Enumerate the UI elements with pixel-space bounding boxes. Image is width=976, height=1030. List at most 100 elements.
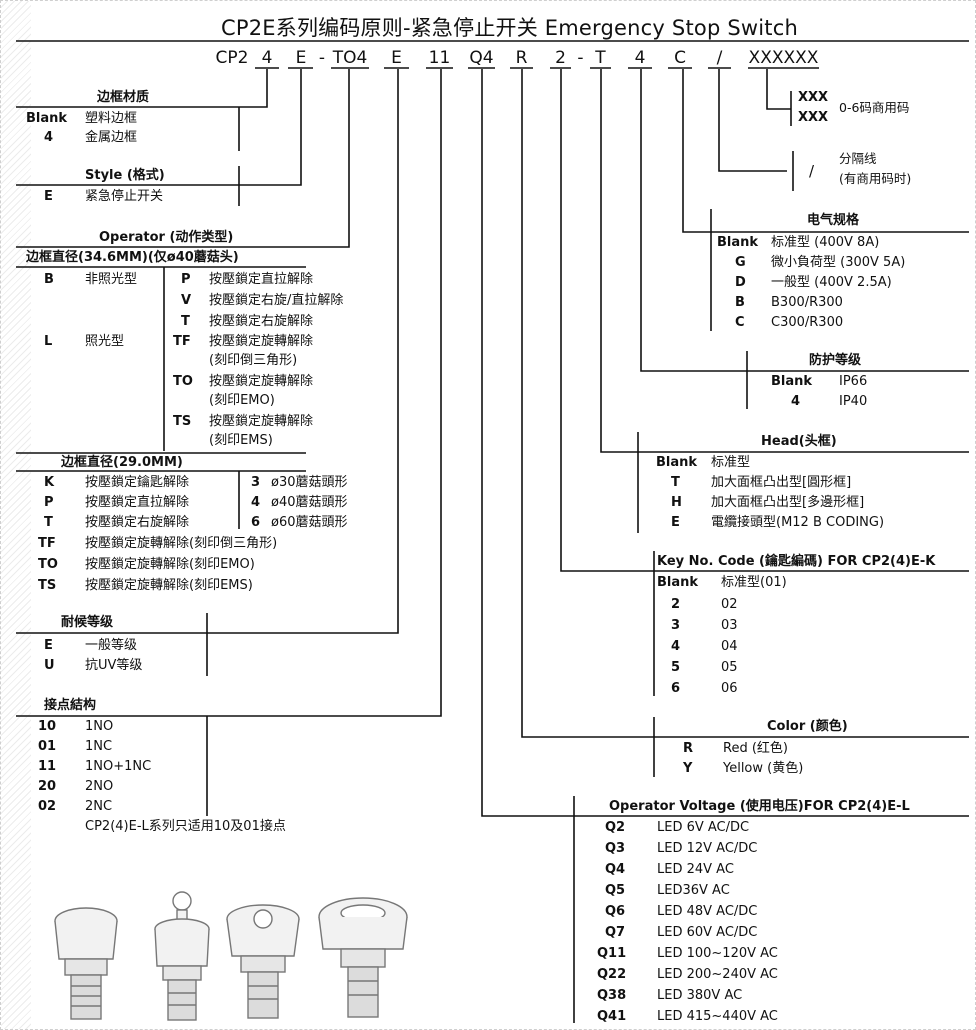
style-leader bbox=[16, 69, 302, 186]
op-desc-v: 按壓鎖定右旋/直拉解除 bbox=[209, 293, 344, 308]
op-desc-ts: 按壓鎖定旋轉解除 bbox=[209, 414, 314, 429]
frame-material-leader bbox=[16, 69, 268, 108]
operator-heading: Operator (动作类型) bbox=[99, 230, 234, 245]
head-desc-h: 加大面框凸出型[多邊形框] bbox=[711, 495, 865, 510]
elec-code-blank: Blank bbox=[717, 235, 759, 250]
elec-desc-b: B300/R300 bbox=[771, 295, 843, 310]
code-seg-dash: - bbox=[318, 48, 326, 68]
head-leader bbox=[600, 69, 969, 453]
op2-code-ts: TS bbox=[38, 578, 57, 593]
op2-desc-to: 按壓鎖定旋轉解除(刻印EMO) bbox=[85, 557, 255, 572]
weather-code-e: E bbox=[44, 638, 53, 653]
volt-desc-q7: LED 60V AC/DC bbox=[657, 925, 758, 940]
operator-sub1: 边框直径(34.6MM)(仅ø40蘑菇头) bbox=[26, 250, 239, 265]
op-note-ts: (刻印EMS) bbox=[209, 433, 273, 448]
head-desc-t: 加大面框凸出型[圓形框] bbox=[711, 475, 852, 490]
page-title: CP2E系列编码原则-紧急停止开关 Emergency Stop Switch bbox=[221, 16, 798, 40]
frame-code-4: 4 bbox=[44, 130, 54, 145]
volt-code-q7: Q7 bbox=[605, 925, 626, 940]
protection-leader bbox=[640, 69, 969, 372]
elec-code-d: D bbox=[735, 275, 746, 290]
code-seg-electrical: C bbox=[674, 48, 686, 68]
op2-code-p: P bbox=[44, 495, 54, 510]
prot-code-4: 4 bbox=[791, 394, 801, 409]
weather-leader bbox=[16, 69, 399, 634]
op2-desc-k: 按壓鎖定鑰匙解除 bbox=[85, 475, 190, 490]
key-desc-6: 06 bbox=[721, 681, 738, 696]
key-code-6: 6 bbox=[671, 681, 681, 696]
op2-code-tf: TF bbox=[38, 536, 56, 551]
weather-code-u: U bbox=[44, 658, 55, 673]
op2-desc-ts: 按壓鎖定旋轉解除(刻印EMS) bbox=[85, 578, 253, 593]
code-seg-series: CP2 bbox=[215, 48, 249, 68]
op2-desc-tf: 按壓鎖定旋轉解除(刻印倒三角形) bbox=[85, 536, 278, 551]
op-desc-t: 按壓鎖定右旋解除 bbox=[209, 314, 314, 329]
contact-desc-01: 1NC bbox=[85, 739, 113, 754]
op-code-ts: TS bbox=[173, 414, 192, 429]
volt-code-q41: Q41 bbox=[597, 1009, 627, 1024]
color-code-y: Y bbox=[683, 761, 693, 776]
color-desc-r: Red (红色) bbox=[723, 741, 788, 756]
contact-code-10: 10 bbox=[38, 719, 57, 734]
head-desc-blank: 标准型 bbox=[711, 455, 751, 470]
prot-code-blank: Blank bbox=[771, 374, 813, 389]
frame-code-blank: Blank bbox=[26, 111, 68, 126]
size-desc-6: ø60蘑菇頭形 bbox=[271, 515, 348, 530]
contact-code-01: 01 bbox=[38, 739, 57, 754]
key-code-2: 2 bbox=[671, 597, 681, 612]
contact-heading: 接点結构 bbox=[44, 698, 97, 713]
frame-desc-blank: 塑料边框 bbox=[85, 111, 138, 126]
volt-code-q3: Q3 bbox=[605, 841, 626, 856]
mushroom-60-icon bbox=[318, 897, 408, 1018]
op-code-to: TO bbox=[173, 374, 193, 389]
key-code-heading: Key No. Code (鑰匙編碼) FOR CP2(4)E-K bbox=[657, 554, 936, 569]
left-border-pattern bbox=[1, 1, 31, 1029]
op2-desc-t: 按壓鎖定右旋解除 bbox=[85, 515, 190, 530]
contact-code-11: 11 bbox=[38, 759, 57, 774]
weather-desc-u: 抗UV等级 bbox=[85, 658, 143, 673]
volt-desc-q22: LED 200~240V AC bbox=[657, 967, 778, 982]
op-desc-to: 按壓鎖定旋轉解除 bbox=[209, 374, 314, 389]
operator-desc-b: 非照光型 bbox=[85, 272, 138, 287]
key-code-blank: Blank bbox=[657, 575, 699, 590]
color-code-r: R bbox=[683, 741, 694, 756]
head-code-h: H bbox=[671, 495, 682, 510]
volt-code-q6: Q6 bbox=[605, 904, 626, 919]
op2-code-to: TO bbox=[38, 557, 58, 572]
volt-desc-q38: LED 380V AC bbox=[657, 988, 743, 1003]
voltage-heading: Operator Voltage (使用电压)FOR CP2(4)E-L bbox=[609, 799, 910, 814]
op-code-v: V bbox=[181, 293, 192, 308]
volt-code-q2: Q2 bbox=[605, 820, 626, 835]
color-heading: Color (颜色) bbox=[767, 719, 848, 734]
code-seg-commercial: XXXXXX bbox=[748, 48, 819, 68]
electrical-leader bbox=[682, 69, 969, 233]
elec-desc-d: 一般型 (400V 2.5A) bbox=[771, 275, 892, 290]
frame-desc-4: 金属边框 bbox=[85, 130, 138, 145]
op2-code-t: T bbox=[44, 515, 53, 530]
size-desc-4: ø40蘑菇頭形 bbox=[271, 495, 348, 510]
style-code-e: E bbox=[44, 189, 53, 204]
voltage-leader bbox=[481, 69, 969, 817]
commercial-xxx-2: XXX bbox=[798, 110, 829, 125]
contact-note: CP2(4)E-L系列只适用10及01接点 bbox=[85, 819, 286, 834]
color-leader bbox=[521, 69, 969, 738]
contact-code-20: 20 bbox=[38, 779, 57, 794]
style-heading: Style (格式) bbox=[85, 168, 165, 183]
volt-desc-q41: LED 415~440V AC bbox=[657, 1009, 778, 1024]
head-code-blank: Blank bbox=[656, 455, 698, 470]
op-code-t: T bbox=[181, 314, 190, 329]
key-code-leader bbox=[560, 69, 969, 572]
key-code-4: 4 bbox=[671, 639, 681, 654]
separator-symbol: / bbox=[809, 162, 815, 180]
key-code-5: 5 bbox=[671, 660, 681, 675]
commercial-xxx-1: XXX bbox=[798, 90, 829, 105]
separator-leader bbox=[718, 69, 787, 172]
volt-code-q22: Q22 bbox=[597, 967, 627, 982]
product-illuminated-icon bbox=[54, 907, 118, 1020]
volt-desc-q6: LED 48V AC/DC bbox=[657, 904, 758, 919]
prot-desc-blank: IP66 bbox=[839, 374, 868, 389]
code-seg-key: 2 bbox=[555, 48, 566, 68]
op-note-to: (刻印EMO) bbox=[209, 393, 275, 408]
size-code-3: 3 bbox=[251, 475, 261, 490]
